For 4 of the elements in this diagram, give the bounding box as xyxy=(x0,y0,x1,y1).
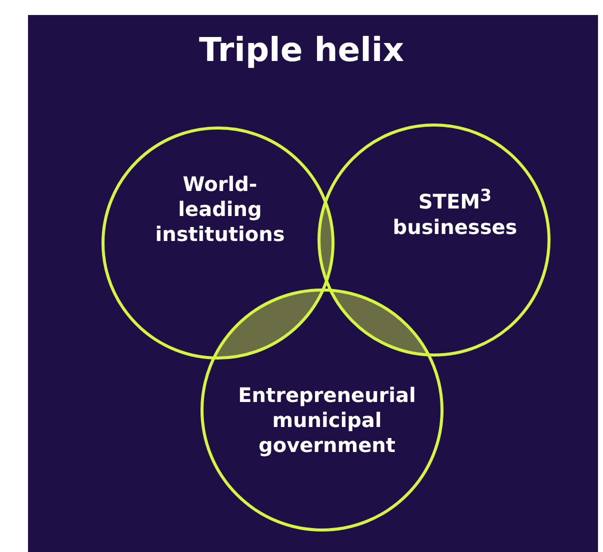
circle-label: STEM$^{3}$ businesses xyxy=(392,185,518,240)
circle-label: Entrepreneurial municipal government xyxy=(237,383,417,458)
title: Triple helix xyxy=(198,30,406,69)
circle-label: World-leading institutions xyxy=(154,172,286,247)
